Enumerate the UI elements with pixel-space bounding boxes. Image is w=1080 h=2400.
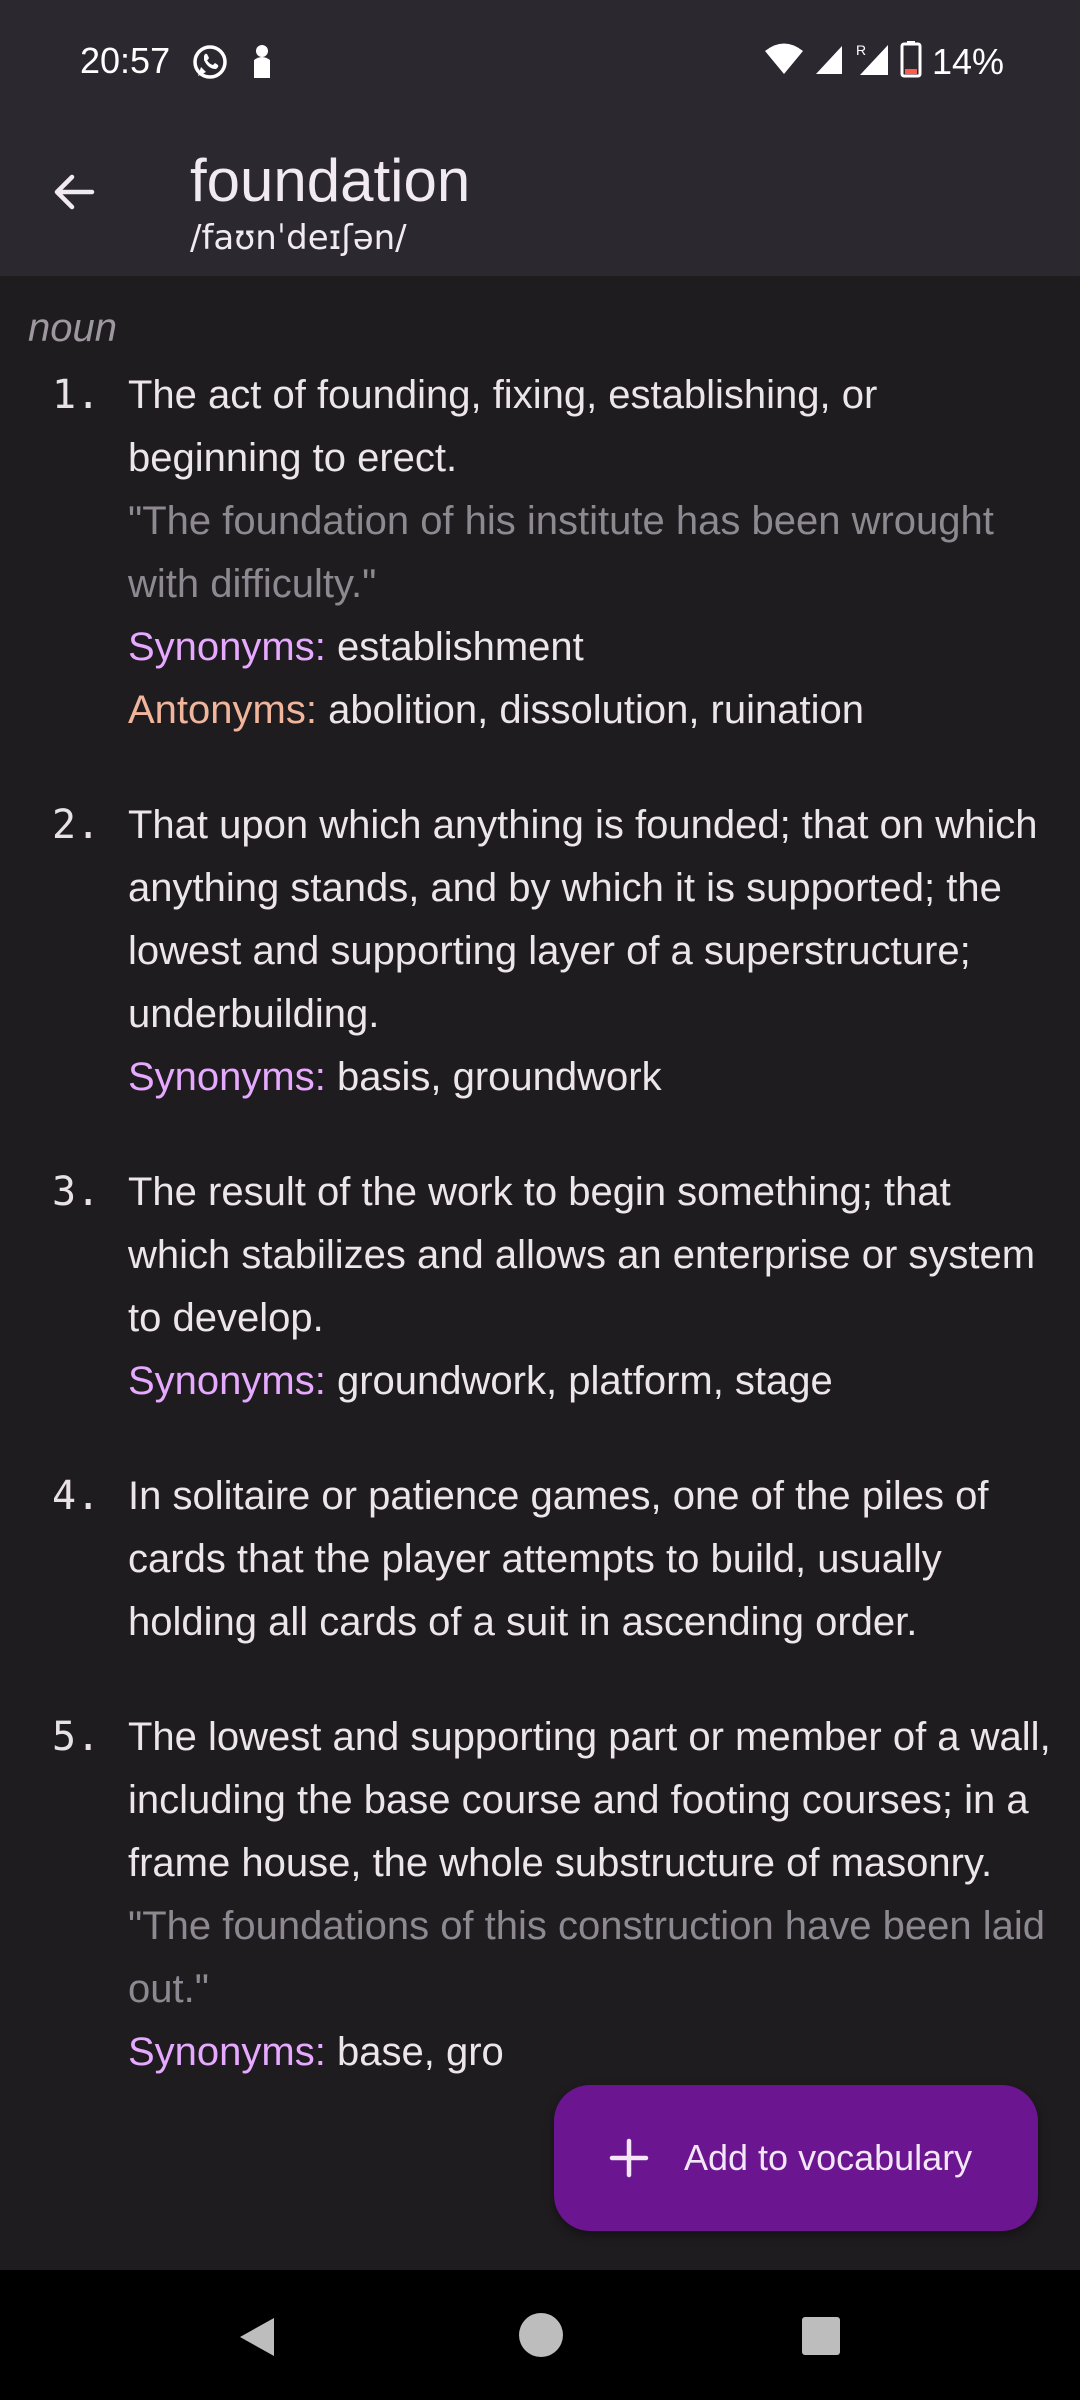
navigation-bar	[0, 2270, 1080, 2400]
definition-item: 3. The result of the work to begin somet…	[0, 1161, 1080, 1413]
status-right: R 14%	[764, 40, 1004, 83]
synonyms-row: Synonyms: basis, groundwork	[128, 1046, 1058, 1109]
synonyms-label: Synonyms:	[128, 2030, 326, 2074]
synonyms-value: groundwork, platform, stage	[336, 1359, 833, 1403]
battery-icon	[900, 40, 922, 83]
notification-icon	[248, 42, 276, 87]
antonyms-row: Antonyms: abolition, dissolution, ruinat…	[128, 679, 1058, 742]
svg-text:R: R	[856, 42, 866, 58]
synonyms-label: Synonyms:	[128, 625, 326, 669]
definition-item: 2. That upon which anything is founded; …	[0, 794, 1080, 1109]
back-button[interactable]	[38, 158, 110, 230]
word-title: foundation	[190, 147, 471, 214]
synonyms-label: Synonyms:	[128, 1055, 326, 1099]
status-bar: 20:57 R	[0, 0, 1080, 128]
definition-text: The act of founding, fixing, establishin…	[128, 373, 878, 480]
add-to-vocabulary-button[interactable]: Add to vocabulary	[554, 2085, 1038, 2231]
arrow-back-icon	[50, 168, 98, 221]
antonyms-value: abolition, dissolution, ruination	[328, 688, 864, 732]
definition-number: 1.	[52, 372, 101, 418]
signal-icon	[814, 42, 844, 81]
definition-example: "The foundation of his institute has bee…	[128, 499, 994, 606]
synonyms-value: base, gro	[336, 2030, 504, 2074]
app-bar: foundation /faʊnˈdeɪʃən/	[0, 128, 1080, 276]
definition-number: 3.	[52, 1169, 101, 1215]
definition-number: 5.	[52, 1714, 101, 1760]
synonyms-value: basis, groundwork	[336, 1055, 662, 1099]
nav-back-icon[interactable]	[234, 2314, 280, 2365]
synonyms-value: establishment	[336, 625, 584, 669]
synonyms-row: Synonyms: establishment	[128, 616, 1058, 679]
status-left-icons	[190, 42, 276, 87]
nav-home-icon[interactable]	[516, 2310, 566, 2365]
synonyms-label: Synonyms:	[128, 1359, 326, 1403]
roaming-signal-icon: R	[854, 41, 890, 82]
whatsapp-icon	[190, 42, 230, 87]
definition-content[interactable]: noun 1. The act of founding, fixing, est…	[0, 276, 1080, 2270]
definition-item: 5. The lowest and supporting part or mem…	[0, 1706, 1080, 2084]
definition-text: In solitaire or patience games, one of t…	[128, 1474, 989, 1644]
definition-number: 2.	[52, 802, 101, 848]
plus-icon	[608, 2137, 650, 2179]
wifi-icon	[764, 42, 804, 81]
synonyms-row: Synonyms: base, gro	[128, 2021, 1058, 2084]
definition-item: 1. The act of founding, fixing, establis…	[0, 364, 1080, 742]
definition-text: The lowest and supporting part or member…	[128, 1715, 1051, 1885]
definition-text: The result of the work to begin somethin…	[128, 1170, 1036, 1340]
definition-text: That upon which anything is founded; tha…	[128, 803, 1038, 1036]
definition-item: 4. In solitaire or patience games, one o…	[0, 1465, 1080, 1654]
nav-recents-icon[interactable]	[801, 2316, 841, 2361]
battery-percent: 14%	[931, 40, 1004, 82]
definition-list: 1. The act of founding, fixing, establis…	[0, 364, 1080, 2136]
synonyms-row: Synonyms: groundwork, platform, stage	[128, 1350, 1058, 1413]
fab-label: Add to vocabulary	[684, 2137, 973, 2178]
part-of-speech: noun	[28, 306, 117, 350]
status-time: 20:57	[80, 40, 171, 81]
definition-number: 4.	[52, 1473, 101, 1519]
definition-example: "The foundations of this construction ha…	[128, 1904, 1046, 2011]
antonyms-label: Antonyms:	[128, 688, 317, 732]
word-pronunciation: /faʊnˈdeɪʃən/	[190, 218, 407, 258]
